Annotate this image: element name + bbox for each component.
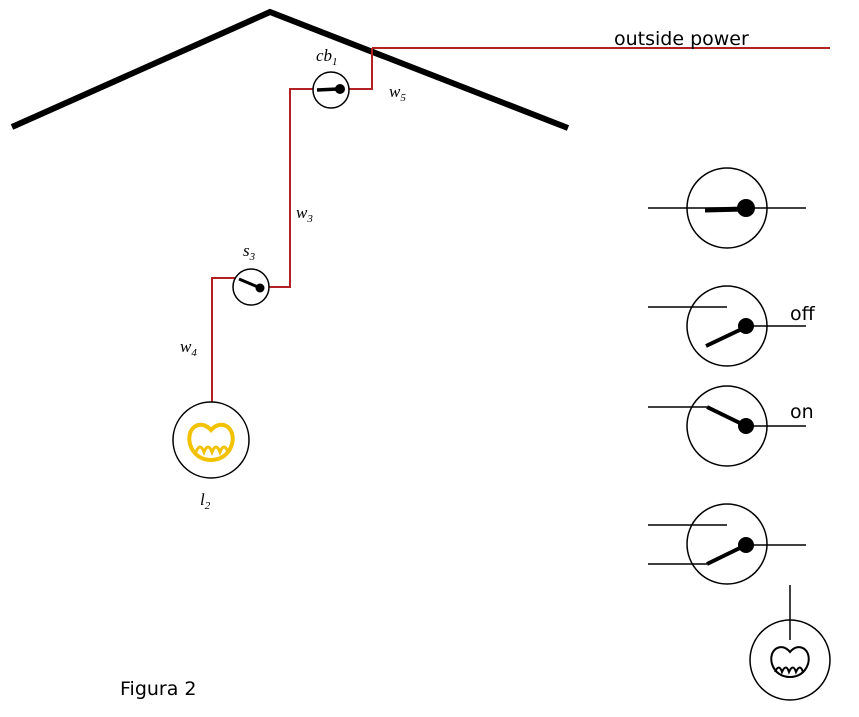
legend-switch-off-icon bbox=[648, 285, 806, 367]
cb1-name: cb bbox=[316, 46, 332, 65]
legend-two-way-switch-icon bbox=[648, 503, 806, 585]
l2-name: l bbox=[200, 490, 205, 509]
w4-sub: 4 bbox=[191, 347, 197, 359]
w5-name: w bbox=[389, 82, 401, 101]
l2-label: l2 bbox=[200, 490, 211, 512]
legend-circuit-breaker-icon bbox=[648, 167, 806, 249]
light-l2 bbox=[172, 401, 250, 479]
power-wiring bbox=[211, 47, 830, 405]
w3-sub: 3 bbox=[306, 213, 313, 225]
w4-label: w4 bbox=[180, 337, 197, 359]
off-label: off bbox=[790, 303, 816, 325]
roof-outline bbox=[10, 8, 570, 131]
s3-label: s3 bbox=[243, 241, 256, 263]
w3-name: w bbox=[296, 203, 308, 222]
wire-w3 bbox=[260, 88, 324, 288]
w4-name: w bbox=[180, 337, 192, 356]
wire-w4 bbox=[211, 277, 242, 405]
figure-caption: Figura 2 bbox=[120, 678, 197, 700]
s3-name: s bbox=[243, 241, 250, 260]
w5-label: w5 bbox=[389, 82, 406, 104]
legend-light-icon bbox=[749, 585, 831, 701]
cb1-sub: 1 bbox=[332, 56, 338, 68]
circuit-breaker-cb1 bbox=[312, 71, 350, 109]
cb1-label: cb1 bbox=[316, 46, 338, 68]
on-label: on bbox=[790, 401, 814, 423]
switch-s3 bbox=[232, 268, 270, 306]
s3-sub: 3 bbox=[249, 251, 256, 263]
legend-switch-on-icon bbox=[648, 385, 806, 467]
l2-sub: 2 bbox=[205, 500, 211, 512]
wire-w5 bbox=[342, 48, 373, 90]
outside-power-label: outside power bbox=[614, 28, 749, 50]
w3-label: w3 bbox=[296, 203, 313, 225]
w5-sub: 5 bbox=[400, 92, 406, 104]
